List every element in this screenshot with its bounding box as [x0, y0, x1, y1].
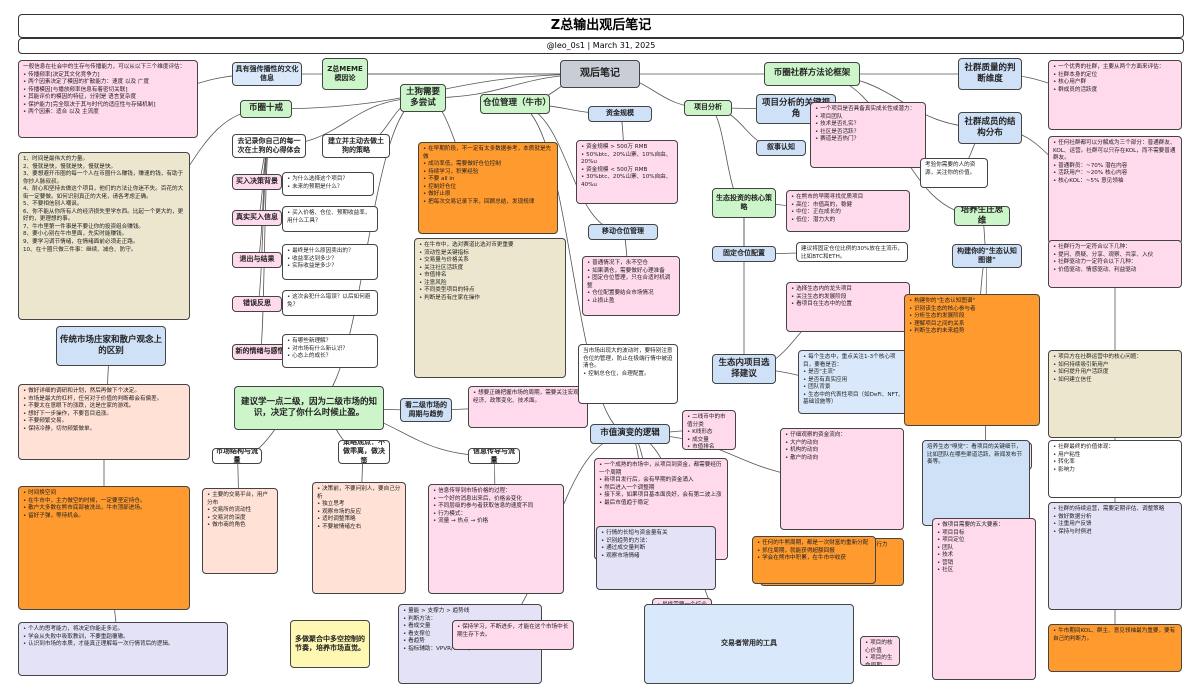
node-exit-q: • 最终是什么原因卖出的？ • 收益率达到多少？ • 实际收益是多少？: [282, 244, 378, 280]
node-mistake-q: • 这次会犯什么错误？以后如何避免？: [282, 290, 378, 316]
node-zmeme: Z总MEME模因论: [322, 58, 368, 90]
node-info-flow: 信息传导与流量: [468, 448, 520, 464]
node-buy-q: • 为什么选择这个项目？ • 未来的预期是什么？: [282, 172, 374, 196]
node-narrative: 叙事认知: [756, 140, 806, 156]
node-real-q: • 买入价格、仓位、预期收益率，用什么工具？: [282, 206, 378, 232]
node-eco-d2: • 每个生态中，重点关注1-3个核心项目，要看是否： • 是否"主流" • 是否…: [798, 350, 910, 414]
node-key-q: • 一个项目是否具备真实成长性或潜力： • 项目团队 • 技术是否扎实？ • 社…: [810, 102, 926, 168]
node-cultivate-d6: • 项目的核心价值 • 项目的生命周期 • 项目的增长曲线: [860, 636, 900, 666]
node-trad-detail: • 做好详细的调研和计划，然后再做下个决定。 • 市场是最大的杠杆，任何对于价值…: [18, 384, 190, 460]
node-community-mem: 社群成员的结构分布: [958, 112, 1022, 144]
node-mkt-logic: 市值演变的逻辑: [590, 424, 670, 444]
node-ten-list: 1、时间是最伟大的力量。 2、慢就是快，慢就是快，慢就是快。 3、要想避开币圈的…: [18, 152, 190, 320]
node-tudou-detail2: • 在牛市中，选对赛道比选对币更重要 • 流动性是关键指标 • 交易量与价格关系…: [414, 238, 566, 378]
node-market-rest-d: • 决策前，不要问别人，要自己分析 • 独立思考 • 观察市场的反应 • 适时调…: [312, 482, 406, 594]
node-mobile-d: • 普通情况下，永不空仓 • 如果满仓，需要做好心理准备 • 固定仓位管理，只在…: [582, 256, 680, 316]
node-cultivate-d4: • 做项目需要的五大要素： • 项目目标 • 项目定位 • 团队 • 技术 • …: [932, 518, 1036, 680]
node-r-detail5: • 社群最终的价值体现： • 用户粘性 • 转化率 • 影响力: [1048, 440, 1182, 498]
node-coin-ten: 币圈十戒: [240, 100, 292, 118]
node-shoot-sell: 多做聚合中多空控制的节奏，培养市场直觉。: [290, 620, 370, 668]
node-strong-meme: 具有强传播性的文化信息: [232, 62, 302, 86]
node-mkt-logic-d3: • 行情的长短与资金量有关 • 识别趋势的方法： • 通过成交量判断 • 观察市…: [596, 526, 716, 590]
node-eco-pick: 生态内项目选择建议: [712, 354, 776, 384]
node-cultivate-d5: • 任何的牛熊周期，都是一次财富的重新分配 • 抓住周期，就能获得超额回报 • …: [752, 536, 876, 584]
node-go-deep: 去记录你自己的每一次在土狗的心得体会: [232, 134, 306, 158]
node-fixed-pos-d: 建议将固定仓位比例的30%放在主流币，比如BTC和ETH。: [796, 242, 908, 262]
node-market-struct: 市场结构与流量: [212, 448, 262, 464]
node-cultivate: 培养生庄思维: [954, 206, 1010, 226]
node-mkt-logic-d4: • 仔细观察的资金流向： • 大户的动向 • 机构的动向 • 散户的动向: [780, 428, 904, 530]
node-center: 观后笔记: [560, 60, 640, 88]
node-tudou: 土狗需要多尝试: [400, 84, 446, 112]
node-r-detail4: • 牛市期间KOL、群主、意见领袖最为重要，要有自己的判断力。: [1048, 624, 1182, 672]
node-l-intro: 一般信息在社会中的生存与传播能力，可以从以下三个维度评估： • 传播频率[决定其…: [18, 60, 198, 138]
node-community-ask: 考验你需要的人的资源，关注你的价值。: [920, 158, 988, 188]
node-fund-d: • 资金规模 > 500万 RMB • 50%btc、20%山寨、10%自由、2…: [576, 140, 678, 204]
page-subtitle: @leo_0s1 | March 31, 2025: [18, 38, 1184, 54]
node-community-q: 社群质量的判断维度: [958, 58, 1022, 90]
node-fund-scale: 资金规模: [588, 106, 652, 122]
node-tudou-detail: • 在早期阶段，不一定有太多数据参考，本质就是先做 • 成功率低，需要做好仓位控…: [418, 142, 558, 234]
node-mkt-logic-d: • 二线币中的市值分类 • K线形态 • 成交量 • 市值排名 • 发行机制: [682, 410, 736, 450]
node-learn-personal: • 个人的思考能力，将决定你能走多远。 • 学会从失败中吸取教训，不要重蹈覆辙。…: [18, 622, 228, 676]
node-r-detail3: • 社群的持续运营，需要定期评估、调整策略 • 做好数据分析 • 注重用户反馈 …: [1048, 502, 1182, 610]
node-eco-pick-d: • 选择生态内的龙头项目 • 关注生态的发展阶段 • 看项目在生态中的位置: [786, 282, 910, 332]
node-cultivate-d: • 构建你的"生态认知图谱" • 识别该生态的核心参与者 • 分析生态的发展阶段…: [904, 294, 1040, 426]
node-cyclical-d: • 想要正确把握市场的周期，需要关注宏观经济、政策变化、技术面。: [468, 386, 588, 428]
node-community-mem-d: • 任何社群都可以分解成为三个部分：普通群友、KOL、运营。社群可以只存在KOL…: [1048, 136, 1182, 244]
node-trad-vs-retail: 传统市场庄家和散户观念上的区别: [56, 326, 166, 366]
page-title: Z总输出观后笔记: [18, 14, 1184, 38]
node-buy-reason: 买入决策背景: [232, 174, 282, 190]
node-community-q-d: • 一个优秀的社群，主要从两个方面来评估： • 社群本身的定位 • 核心用户群 …: [1048, 60, 1182, 130]
node-bottom-note: • 保持学习，不断进步，才能在这个市场中长期生存下去。: [452, 620, 574, 650]
node-mistake: 错误反思: [232, 296, 282, 312]
node-invest-core: 生态投资的核心策略: [712, 188, 776, 218]
node-cultivate-d3: 培养生态"嗅觉"：看项目的关键细节，比如团队在哪些渠道活跃、新闻发布节奏等。: [922, 440, 1030, 526]
node-emotion: 新的情绪与感悟: [232, 344, 288, 360]
node-tools: 交易者常用的工具: [644, 604, 854, 684]
node-build: 建立并主动去做土狗的策略: [322, 134, 390, 158]
node-fixed-pos: 固定仓位配置: [712, 246, 776, 262]
node-market-rest: 策略观点：不做乖离，做决策: [338, 440, 390, 464]
node-cyclical: 看二级市场的周期与趋势: [400, 398, 452, 422]
node-invest-core-d: • 在熊市的早期寻找优质项目 • 高位：市值高的，稳健 • 中位：正在成长的 •…: [786, 190, 910, 232]
node-info-flow-d: • 信息传导到市场价格的过程： • 一个好的消息出来后，价格会变化 • 不同层级…: [428, 484, 564, 594]
node-cycle-note: 当市场出现大的波动时，要特别注意仓位的管理，防止在极端行情中被迫清仓。 • 控制…: [578, 344, 678, 404]
node-exit: 退出与结果: [232, 252, 282, 268]
node-r-detail1: • 社群行为一定符合以下几种： • 提问、质疑、分享、观察、共享、入伙 • 社群…: [1048, 240, 1182, 288]
node-coin-circle: 币圈社群方法论框架: [764, 62, 860, 86]
node-timing: • 时间换空间 • 在牛市中，主力做空的时候，一定要坚定持仓。 • 散户大多数在…: [18, 486, 190, 610]
node-proj-analysis: 项目分析: [684, 100, 732, 116]
node-cultivate-map: 构建你的"生态认知图谱": [952, 244, 1022, 268]
node-position-mgmt: 仓位管理（牛市）: [480, 94, 550, 114]
node-mobile-pos: 移动仓位管理: [588, 224, 658, 240]
node-real-buy: 真实买入信息: [232, 210, 282, 226]
node-market-struct-d: • 主要的交易平台，用户分布 • 交易所的流动性 • 交易对的深度 • 做市商的…: [202, 488, 278, 574]
node-r-detail2: • 项目方在社群运营中的核心问题： • 如何持续吸引新用户 • 如何提升用户活跃…: [1048, 350, 1182, 438]
node-suggest: 建议学一点二级，因为二级市场的知识，决定了你什么时候止盈。: [234, 386, 384, 430]
node-emotion-q: • 有哪些新理解？ • 对市场有什么新认识？ • 心态上的成长？: [282, 334, 378, 368]
